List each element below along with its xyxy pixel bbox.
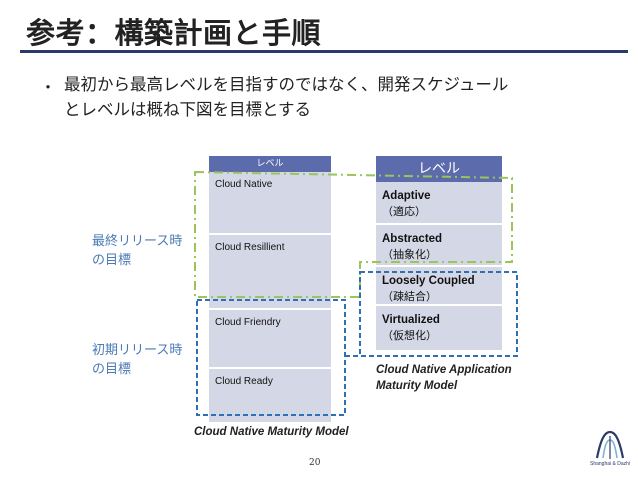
- final-release-outline: [194, 170, 513, 298]
- initial-release-label-line-1: 初期リリース時: [92, 343, 183, 358]
- right-level-virtualized-ja: （仮想化）: [382, 329, 437, 342]
- final-release-label-line-1: 最終リリース時: [92, 234, 183, 249]
- left-table-header: レベル: [209, 156, 331, 172]
- slide-title: 参考：構築計画と手順: [26, 16, 322, 50]
- right-model-caption-line-2: Maturity Model: [376, 380, 458, 392]
- right-level-loosely-coupled: Loosely Coupled （疎結合）: [376, 267, 502, 306]
- right-level-adaptive-ja: （適応）: [382, 205, 426, 218]
- right-level-loosely-coupled-ja: （疎結合）: [382, 290, 437, 303]
- right-level-virtualized: Virtualized （仮想化）: [376, 306, 502, 352]
- company-logo-icon: [595, 430, 625, 459]
- title-underline: [20, 50, 628, 53]
- right-level-loosely-coupled-en: Loosely Coupled: [382, 275, 475, 287]
- left-level-cloud-native: Cloud Native: [209, 172, 331, 235]
- page-number: 20: [309, 458, 321, 468]
- initial-release-outline-right: [359, 271, 518, 357]
- left-level-cloud-friendry: Cloud Friendry: [209, 310, 331, 369]
- company-logo-text: Shanghai & Dazhi: [590, 461, 631, 467]
- right-level-abstracted: Abstracted （抽象化）: [376, 225, 502, 267]
- right-level-abstracted-en: Abstracted: [382, 233, 443, 245]
- initial-release-outline: [196, 299, 346, 416]
- initial-release-label-line-2: の目標: [92, 362, 132, 377]
- cloud-native-maturity-table: レベル Cloud Native Cloud Resillient Cloud …: [209, 156, 331, 424]
- final-release-label-line-2: の目標: [92, 253, 132, 268]
- right-table-header: レベル: [376, 156, 502, 182]
- bullet-marker: ・: [40, 78, 57, 97]
- final-release-target-label: 最終リリース時 の目標: [92, 232, 182, 270]
- cloud-native-app-maturity-table: レベル Adaptive （適応） Abstracted （抽象化） Loose…: [376, 156, 502, 352]
- right-level-abstracted-ja: （抽象化）: [382, 248, 437, 261]
- right-level-virtualized-en: Virtualized: [382, 314, 440, 326]
- bullet-text-line-2: とレベルは概ね下図を目標とする: [64, 100, 312, 119]
- bullet-text-line-1: 最初から最高レベルを目指すのではなく、開発スケジュール: [64, 75, 509, 94]
- right-level-adaptive-en: Adaptive: [382, 190, 431, 202]
- initial-release-target-label: 初期リリース時 の目標: [92, 341, 182, 379]
- right-model-caption: Cloud Native Application Maturity Model: [376, 362, 512, 394]
- left-model-caption: Cloud Native Maturity Model: [194, 426, 349, 438]
- right-model-caption-line-1: Cloud Native Application: [376, 364, 512, 376]
- right-level-adaptive: Adaptive （適応）: [376, 182, 502, 225]
